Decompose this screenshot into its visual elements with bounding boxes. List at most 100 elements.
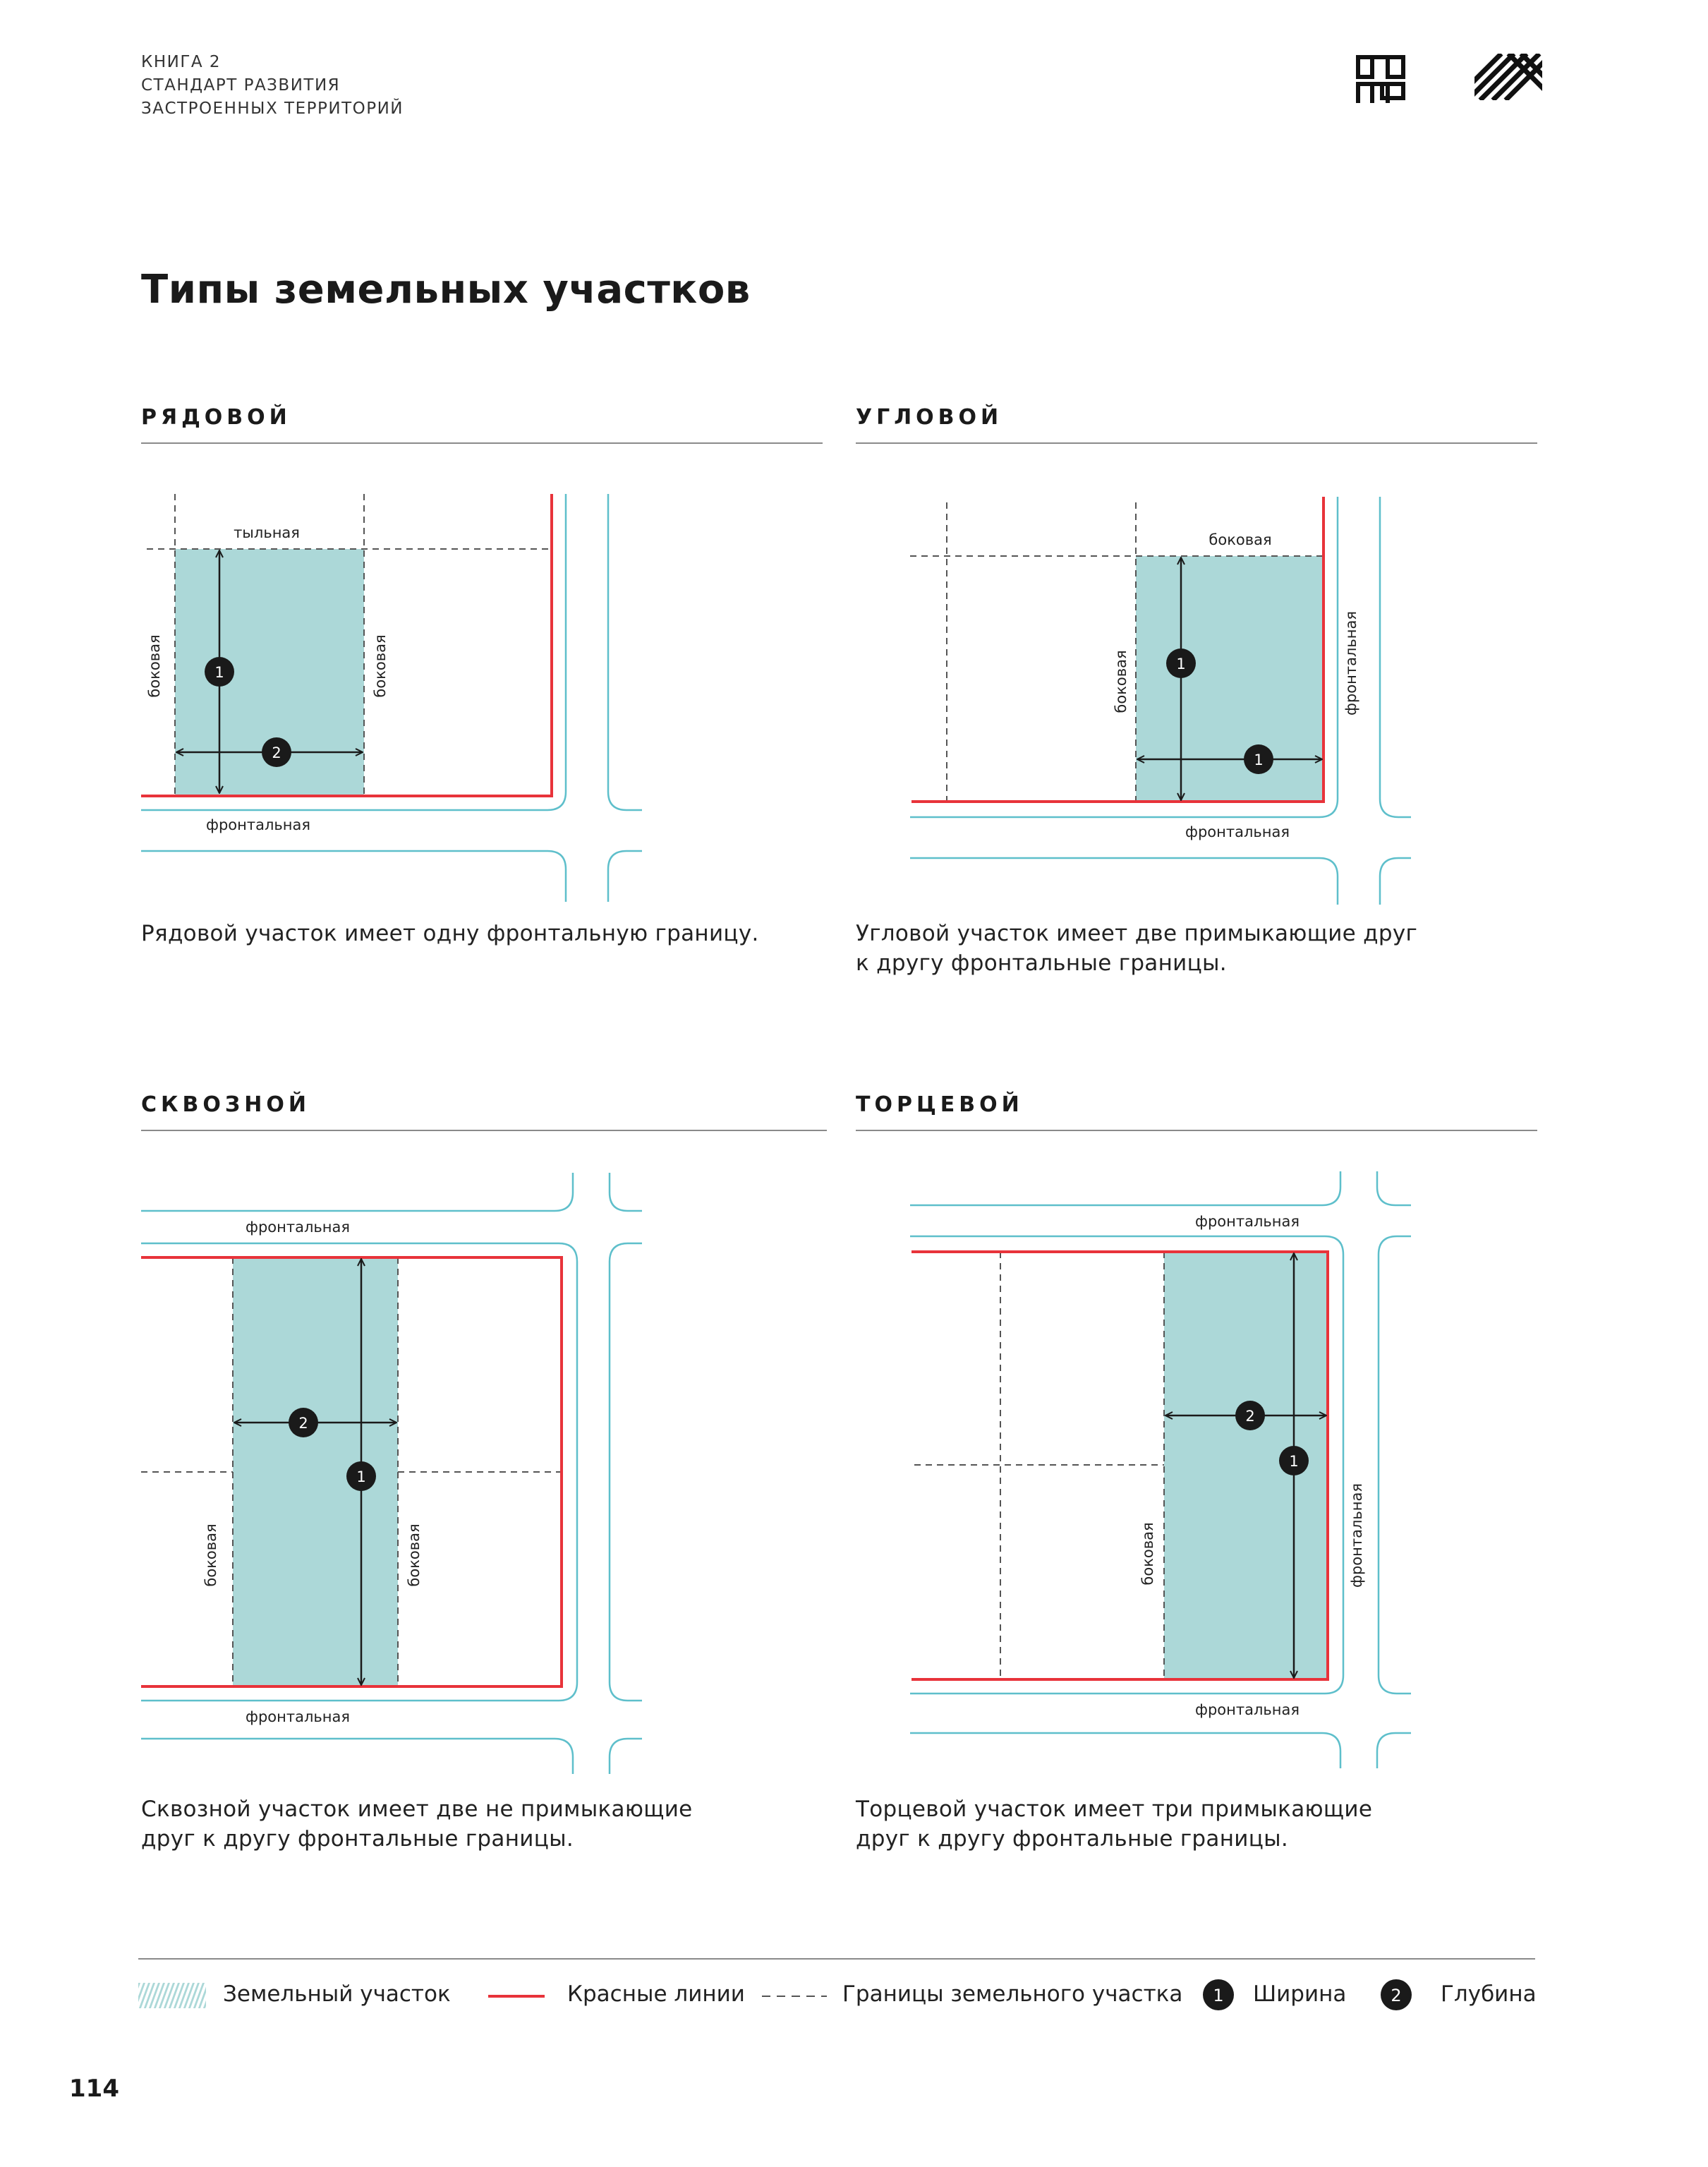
depth-marker [262,737,291,767]
legend: Земельный участок Красные линии Границы … [138,1976,1549,2011]
street-line [910,1235,1345,1695]
label-front-top: фронтальная [1195,1213,1300,1230]
street-line [910,1171,1342,1207]
label-front-top: фронтальная [246,1219,350,1236]
description-line: Угловой участок имеет две примыкающие др… [856,921,1418,946]
label-side-left: боковая [1139,1522,1156,1585]
legend-width-label: Ширина [1253,1981,1347,2007]
street-line [910,1732,1342,1768]
street-line [141,494,567,811]
street-line [141,1173,574,1212]
label-side-right: боковая [406,1523,423,1586]
depth-marker-number: 1 [1254,751,1263,768]
width-marker [1166,648,1196,678]
depth-marker [1244,744,1273,774]
section-heading-end: ТОРЦЕВОЙ [856,1092,1024,1117]
legend-depth-number: 2 [1391,1986,1401,2005]
diagram-corner-plot: 1 1 боковая боковая фронтальная фронталь… [910,497,1411,905]
book-header-line-2: СТАНДАРТ РАЗВИТИЯ [141,76,341,95]
street-line [1379,857,1411,905]
legend-red-lines-label: Красные линии [567,1981,745,2007]
red-line [911,1250,1329,1681]
book-header-line-1: КНИГА 2 [141,53,222,71]
red-line [141,494,553,797]
diagram-row-plot: 1 2 тыльная боковая боковая фронтальная [141,494,642,902]
plot-swatch-icon [138,1983,206,2008]
label-side-right: боковая [372,634,389,697]
street-line [607,850,642,902]
legend-boundaries-label: Границы земельного участка [842,1981,1183,2007]
street-line [1376,1171,1411,1207]
section-rule-corner [856,442,1537,444]
street-line [607,494,642,811]
label-rear: тыльная [234,524,300,541]
label-front-bottom: фронтальная [1185,823,1290,840]
label-side-left: боковая [1113,650,1129,713]
description-end: Торцевой участок имеет три примыкающие д… [856,1794,1372,1854]
street-line [141,850,567,902]
book-header: КНИГА 2 СТАНДАРТ РАЗВИТИЯ ЗАСТРОЕННЫХ ТЕ… [141,51,404,121]
depth-marker-number: 2 [1245,1408,1254,1425]
section-rule-row [141,442,823,444]
diagram-end-plot: 2 1 фронтальная боковая фронтальная фрон… [910,1171,1411,1768]
description-line: к другу фронтальные границы. [856,950,1227,976]
description-line: Рядовой участок имеет одну фронтальную г… [141,921,759,946]
dashed-line-icon [762,1996,827,1997]
street-line [910,497,1339,819]
red-line [911,497,1325,803]
width-marker [1279,1446,1309,1475]
section-rule-end [856,1130,1537,1131]
legend-width-number: 1 [1213,1986,1223,2005]
label-side-top: боковая [1209,531,1271,548]
section-heading-corner: УГЛОВОЙ [856,405,1003,430]
label-side-left: боковая [202,1523,219,1586]
width-number-icon: 1 [1203,1979,1234,2010]
depth-marker [289,1408,318,1437]
label-front-right: фронтальная [1343,611,1359,716]
page-title: Типы земельных участков [141,267,751,313]
description-through: Сквозной участок имеет две не примыкающи… [141,1794,693,1854]
book-header-line-3: ЗАСТРОЕННЫХ ТЕРРИТОРИЙ [141,99,404,118]
street-line [608,1173,642,1212]
legend-plot-label: Земельный участок [223,1981,451,2007]
depth-marker [1235,1401,1265,1430]
legend-rule [138,1958,1535,1960]
section-rule-through [141,1130,827,1131]
depth-number-icon: 2 [1381,1979,1412,2010]
label-front-bottom: фронтальная [1195,1701,1300,1718]
width-marker-number: 1 [1289,1453,1298,1470]
depth-marker-number: 2 [272,744,281,761]
label-side-left: боковая [146,634,163,697]
street-line [1377,1235,1411,1695]
street-line [910,857,1339,905]
red-line [141,1256,563,1688]
width-marker-number: 1 [214,664,224,681]
red-line-icon [488,1995,545,1998]
description-corner: Угловой участок имеет две примыкающие др… [856,919,1417,978]
width-marker [205,657,234,687]
dom-rf-logo [1356,55,1405,103]
label-front: фронтальная [206,816,310,833]
diagram-through-plot: 2 1 фронтальная боковая боковая фронталь… [141,1173,642,1774]
description-line: друг к другу фронтальные границы. [141,1826,574,1852]
street-line [1376,1732,1411,1768]
width-marker-number: 1 [356,1468,365,1485]
label-front-right: фронтальная [1348,1483,1365,1588]
label-front-bottom: фронтальная [246,1708,350,1725]
page-number: 114 [69,2075,119,2103]
description-line: друг к другу фронтальные границы. [856,1826,1289,1852]
street-line [141,1737,574,1774]
description-line: Торцевой участок имеет три примыкающие [856,1797,1373,1822]
section-heading-row: РЯДОВОЙ [141,405,291,430]
section-heading-through: СКВОЗНОЙ [141,1092,310,1117]
street-line [141,1242,579,1702]
pattern-logo [1474,54,1542,100]
width-marker-number: 1 [1176,656,1185,672]
depth-marker-number: 2 [298,1415,308,1432]
street-line [608,1737,642,1774]
description-line: Сквозной участок имеет две не примыкающи… [141,1797,693,1822]
width-marker [346,1461,376,1491]
street-line [1379,497,1411,819]
description-row: Рядовой участок имеет одну фронтальную г… [141,919,759,948]
street-line [608,1242,642,1702]
